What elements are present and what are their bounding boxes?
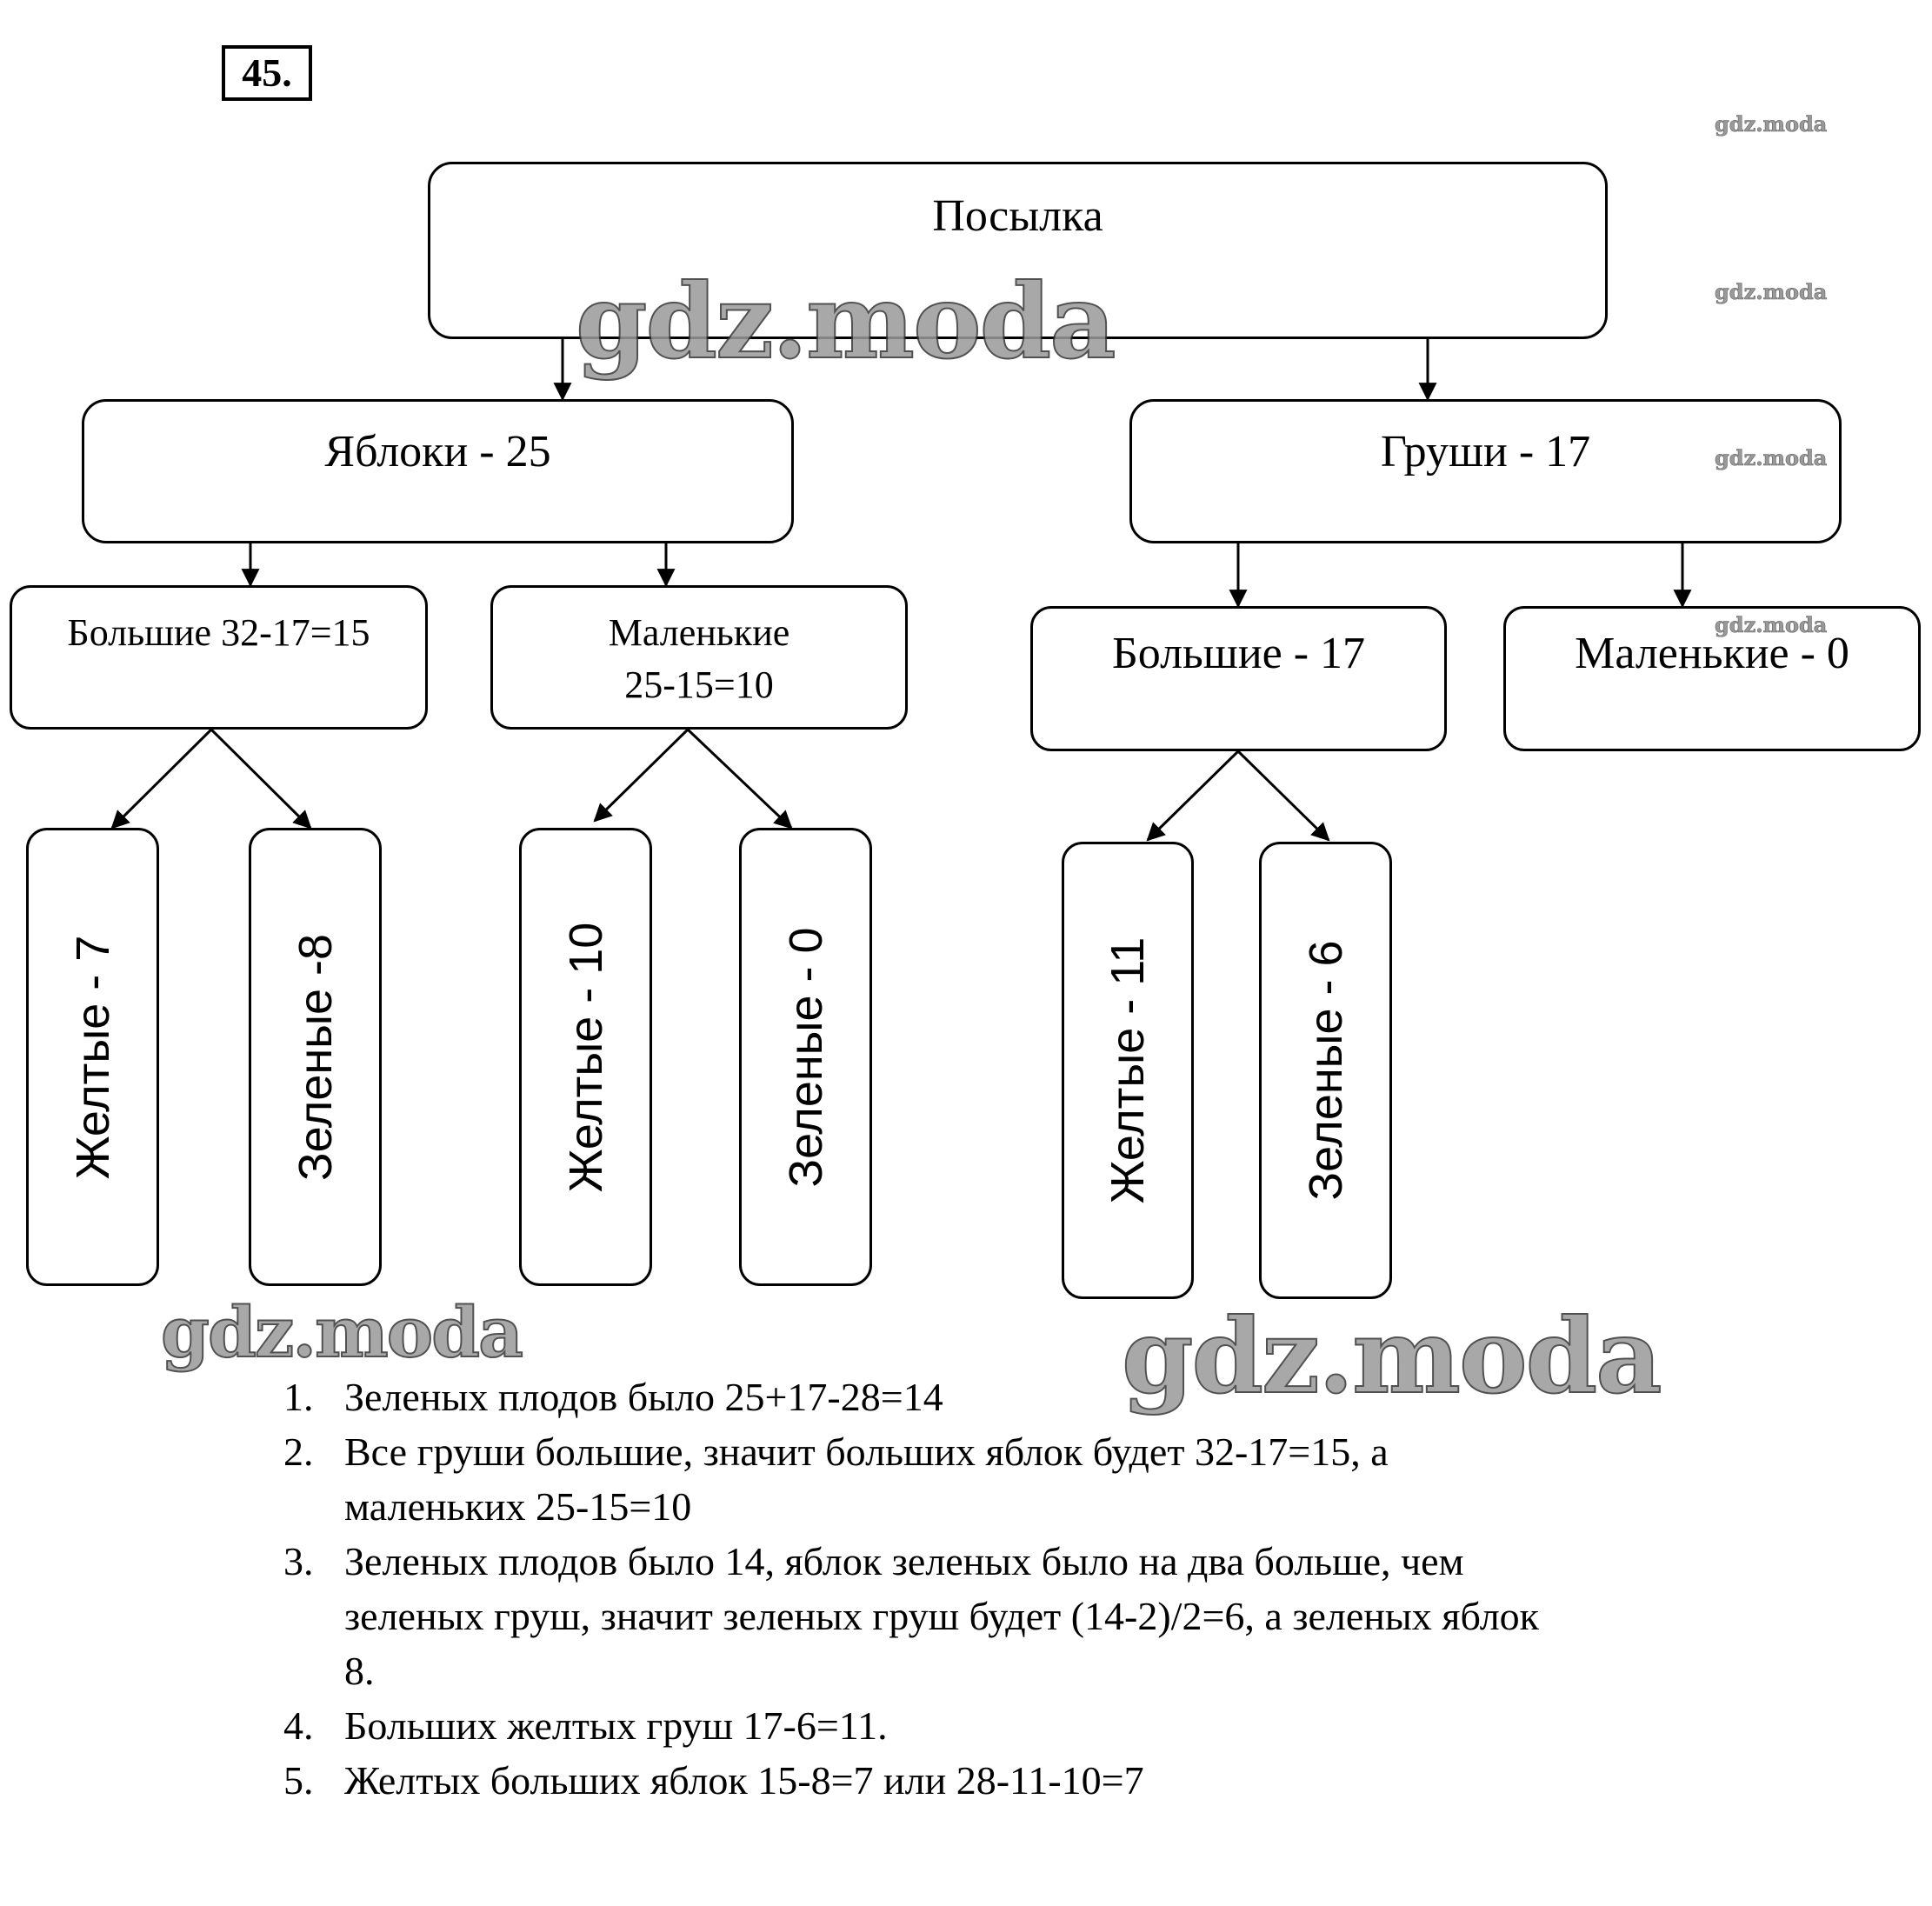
leaf-apples-small-yellow: Желтые - 10 [519, 828, 652, 1286]
arrow-asmall-green [686, 728, 793, 830]
node-pears-big: Большие - 17 [1030, 606, 1447, 751]
node-pears-small-label: Маленькие - 0 [1575, 629, 1849, 678]
node-apples: Яблоки - 25 [82, 399, 794, 543]
solution-line: 8. [344, 1649, 375, 1693]
arrow-abig-green [210, 728, 312, 830]
leaf-pears-big-green: Зеленые - 6 [1259, 842, 1392, 1299]
solution-line: Желтых больших яблок 15-8=7 или 28-11-10… [344, 1758, 1144, 1803]
leaf-pears-big-green-label: Зеленые - 6 [1299, 940, 1352, 1201]
solution-line: Зеленых плодов было 14, яблок зеленых бы… [344, 1539, 1464, 1583]
solution-list: 1. Зеленых плодов было 25+17-28=14 2. Вс… [283, 1370, 1849, 1808]
watermark: gdz.moda [1715, 111, 1828, 137]
solution-item: 5. Желтых больших яблок 15-8=7 или 28-11… [283, 1753, 1849, 1808]
solution-item-text: Больших желтых груш 17-6=11. [344, 1698, 1849, 1753]
solution-item: 3. Зеленых плодов было 14, яблок зеленых… [283, 1534, 1849, 1698]
arrow-asmall-yellow [593, 728, 690, 823]
node-apples-big: Большие 32-17=15 [10, 585, 428, 730]
leaf-apples-big-yellow: Желтые - 7 [26, 828, 159, 1286]
node-apples-small: Маленькие 25-15=10 [490, 585, 908, 730]
watermark: gdz.moda [1121, 1295, 1663, 1417]
node-pears: Груши - 17 [1129, 399, 1842, 543]
node-root-parcel: Посылка [428, 162, 1608, 339]
solution-item-number: 2. [283, 1430, 314, 1474]
leaf-pears-big-yellow-label: Желтые - 11 [1102, 936, 1154, 1204]
solution-item: 2. Все груши большие, значит больших ябл… [283, 1424, 1849, 1534]
leaf-pears-big-yellow: Желтые - 11 [1062, 842, 1194, 1299]
leaf-apples-big-yellow-label: Желтые - 7 [66, 935, 119, 1179]
node-root-label: Посылка [932, 191, 1103, 241]
solution-item: 1. Зеленых плодов было 25+17-28=14 [283, 1370, 1849, 1424]
solution-item-number: 5. [283, 1758, 314, 1803]
solution-line: Все груши большие, значит больших яблок … [344, 1430, 1389, 1474]
node-apples-big-label: Большие 32-17=15 [67, 611, 370, 654]
arrow-abig-yellow [110, 728, 213, 830]
leaf-apples-small-green: Зеленые - 0 [739, 828, 872, 1286]
node-pears-small: Маленькие - 0 [1503, 606, 1921, 751]
solution-item: 4. Больших желтых груш 17-6=11. [283, 1698, 1849, 1753]
solution-line: маленьких 25-15=10 [344, 1484, 692, 1529]
watermark: gdz.moda [1715, 445, 1828, 471]
solution-item-text: Зеленых плодов было 25+17-28=14 [344, 1370, 1849, 1424]
watermark: gdz.moda [160, 1290, 524, 1374]
node-apples-label: Яблоки - 25 [324, 427, 551, 476]
leaf-apples-small-yellow-label: Желтые - 10 [559, 922, 612, 1192]
solution-line: зеленых груш, значит зеленых груш будет … [344, 1594, 1540, 1638]
watermark: gdz.moda [575, 260, 1117, 383]
node-pears-label: Груши - 17 [1380, 427, 1591, 476]
solution-item-text: Все груши большие, значит больших яблок … [344, 1424, 1849, 1534]
solution-line: Зеленых плодов было 25+17-28=14 [344, 1375, 943, 1419]
solution-line: Больших желтых груш 17-6=11. [344, 1703, 888, 1748]
solution-item-text: Желтых больших яблок 15-8=7 или 28-11-10… [344, 1753, 1849, 1808]
solution-item-number: 1. [283, 1375, 314, 1419]
watermark: gdz.moda [1715, 612, 1828, 638]
solution-item-number: 4. [283, 1703, 314, 1748]
leaf-apples-big-green: Зеленые -8 [249, 828, 382, 1286]
leaf-apples-small-green-label: Зеленые - 0 [779, 926, 832, 1188]
node-apples-small-label-1: Маленькие [608, 611, 790, 654]
leaf-apples-big-green-label: Зеленые -8 [289, 933, 342, 1181]
node-apples-small-label-2: 25-15=10 [624, 663, 774, 706]
watermark: gdz.moda [1715, 279, 1828, 305]
node-pears-big-label: Большие - 17 [1111, 629, 1366, 678]
task-number: 45. [222, 45, 312, 101]
arrow-pbig-yellow [1146, 750, 1240, 842]
arrow-pbig-green [1236, 750, 1330, 842]
solution-item-text: Зеленых плодов было 14, яблок зеленых бы… [344, 1534, 1849, 1698]
solution-item-number: 3. [283, 1539, 314, 1583]
